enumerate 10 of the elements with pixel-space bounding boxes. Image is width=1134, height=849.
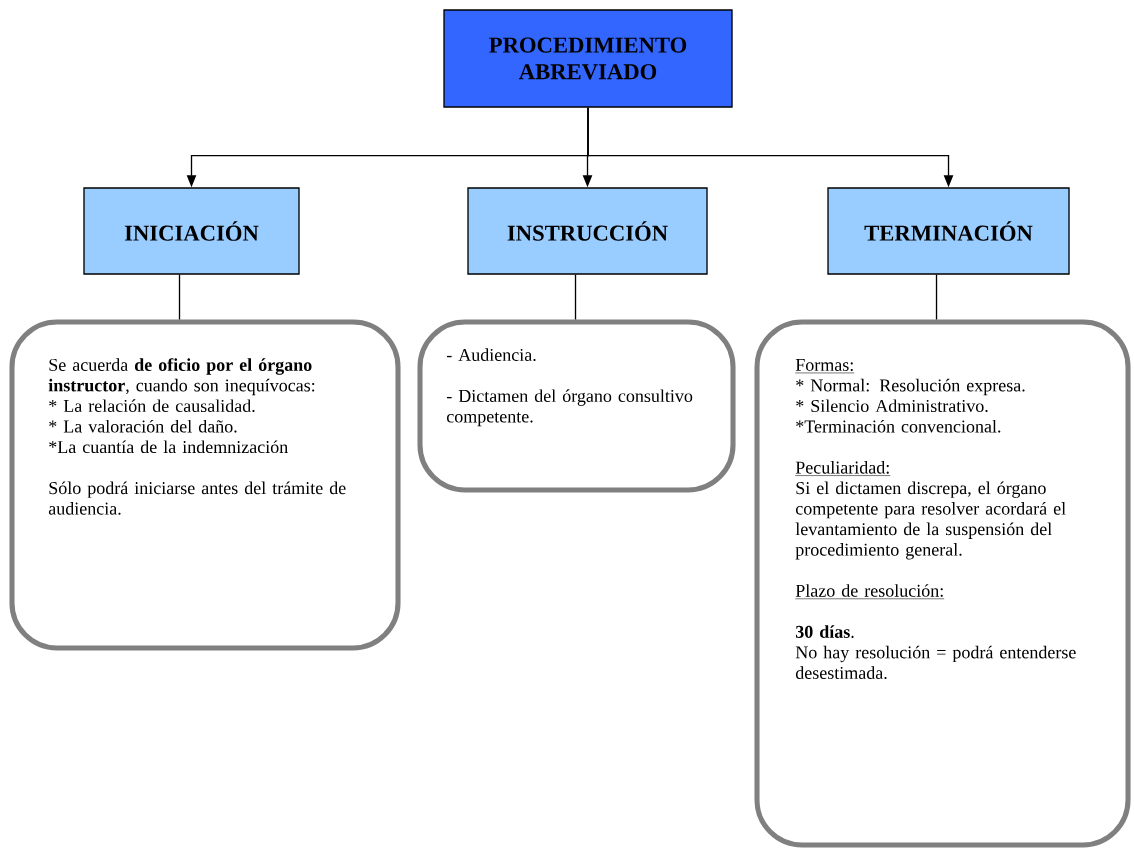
detail-card: Formas: * Normal: Resolución expresa. * Silencio Administrativo. *Terminación convencional. Peculiaridad: Si el dictamen discrepa, el órgano competente para resolver acordará el levantamiento de la suspensión del procedimiento general. Plazo de resolución: 30 días. No hay resolución = podrá entenderse desestimada. [754,319,1131,848]
stage-box: INICIACIÓN [83,187,300,275]
stage-box: TERMINACIÓN [827,187,1070,275]
connector [178,274,181,321]
stage-box: INSTRUCCIÓN [467,187,708,275]
detail-card: - Audiencia. - Dictamen del órgano consultivo competente. [417,319,736,493]
detail-card: Se acuerda de oficio por el órgano instructor, cuando son inequívocas: * La relación de causalidad. * La valoración del daño. *La cuantía de la indemnización Sólo podrá iniciarse antes del trámite de audiencia. [9,319,401,651]
connector [935,274,938,321]
connector [574,274,577,321]
title-box: PROCEDIMIENTO ABREVIADO [443,9,733,108]
